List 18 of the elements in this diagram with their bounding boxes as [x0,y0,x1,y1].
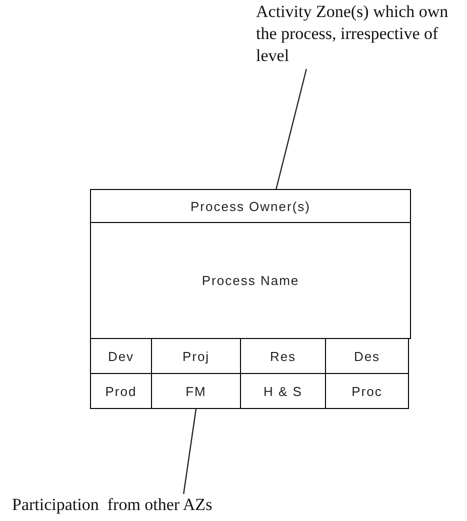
grid-cell [90,373,152,409]
process-box [90,222,411,339]
cell-label: Res [270,348,296,364]
cell-label: Process Owner(s) [190,198,311,214]
cell-label: FM [186,384,206,398]
cell-label: H & S [264,384,302,398]
annotation-text: Participation from other AZs [12,494,212,516]
cell-label: Process Name [202,273,300,288]
cell-label: Proc [352,384,382,398]
leader-line [183,408,197,494]
cell-label: Prod [105,384,137,398]
cell-label: Dev [108,348,134,364]
header-box [90,189,411,223]
leader-line [276,68,307,190]
annotation-text: Activity Zone(s) which own the process, irrespective of level [256,1,450,67]
cell-label: Des [354,348,380,364]
grid-cell [325,373,409,409]
cell-label: Proj [182,348,210,364]
